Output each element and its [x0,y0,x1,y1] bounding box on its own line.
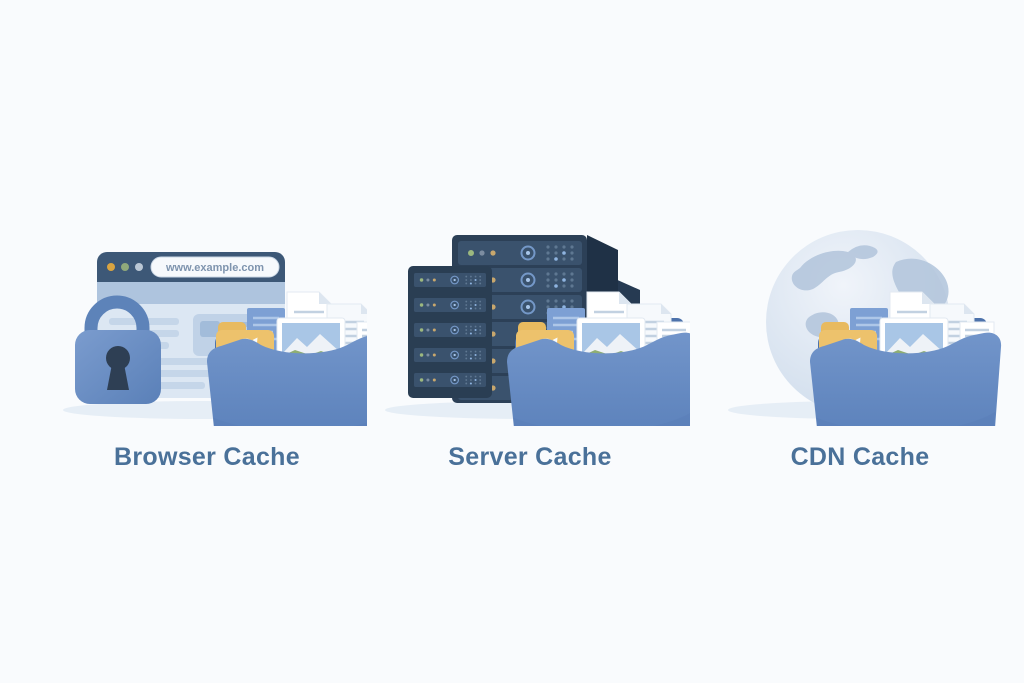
panel-label: Server Cache [448,443,612,471]
window-dot-orange [107,263,115,271]
panel-label: Browser Cache [114,443,300,471]
server-cache-illustration [385,235,690,426]
address-bar: www.example.com [150,256,280,278]
url-text: www.example.com [165,262,264,274]
lock-icon [75,295,161,404]
window-dot-green [121,263,129,271]
server-cache-panel: Server Cache [370,226,690,472]
browser-cache-panel: www.example.com [47,226,367,472]
cdn-cache-illustration [728,230,1020,426]
browser-cache-illustration: www.example.com [63,252,367,426]
window-dot-gray [135,263,143,271]
panel-label: CDN Cache [790,443,930,471]
cdn-cache-panel: CDN Cache [700,226,1020,472]
